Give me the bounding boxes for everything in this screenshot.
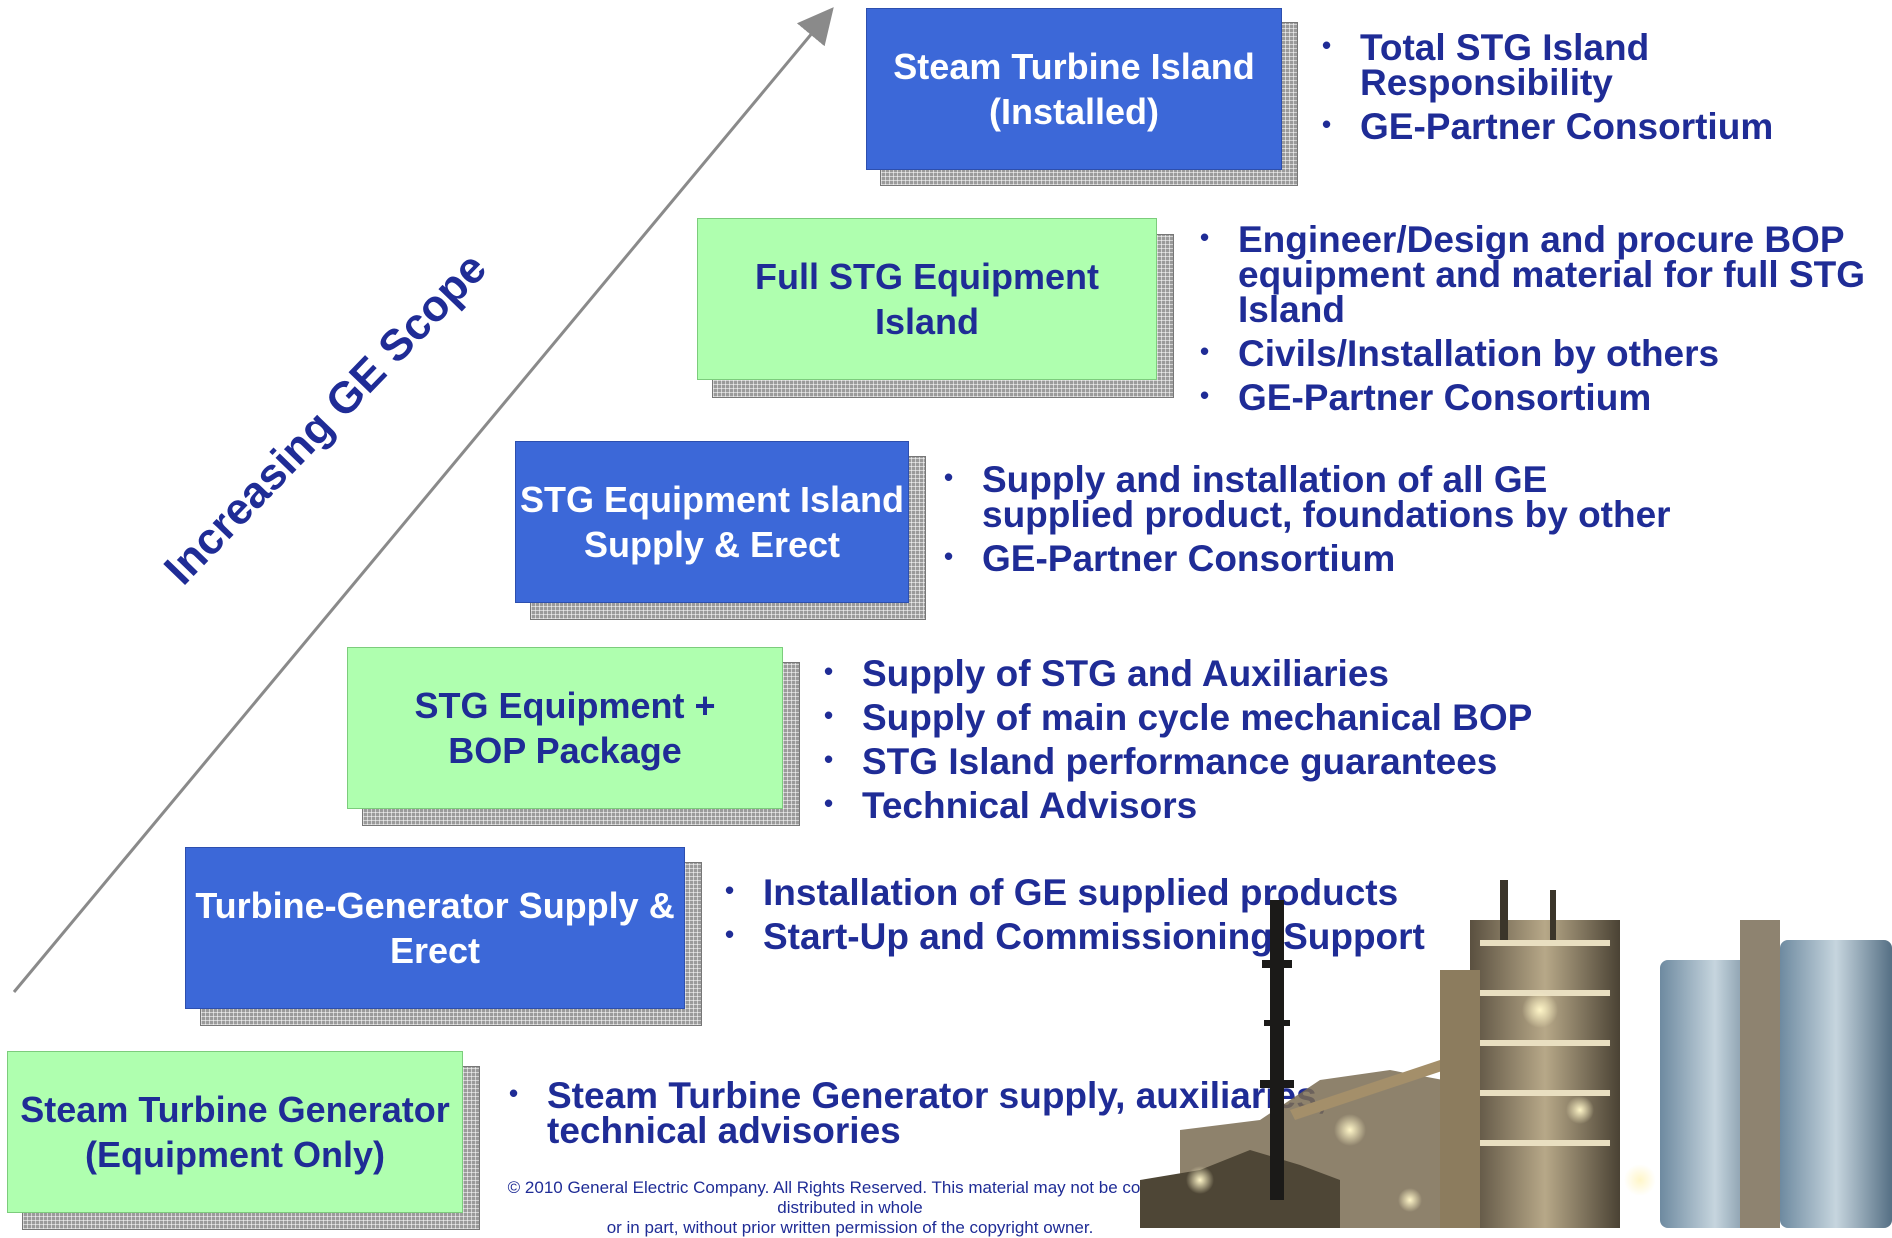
list-item: •Start-Up and Commissioning Support xyxy=(725,916,1425,957)
list-item: •GE-Partner Consortium xyxy=(944,538,1396,579)
list-item: •GE-Partner Consortium xyxy=(1200,377,1652,418)
list-item: •GE-Partner Consortium xyxy=(1322,106,1774,147)
copyright-notice: © 2010 General Electric Company. All Rig… xyxy=(507,1178,1193,1237)
bullet-icon: • xyxy=(1200,336,1210,366)
bullet-icon: • xyxy=(824,744,834,774)
list-item: •STG Island performance guarantees xyxy=(824,741,1498,782)
tier-2-bullets: •Engineer/Design and procure BOP equipme… xyxy=(1198,219,1866,424)
tier-5-title: Turbine-Generator Supply & Erect xyxy=(195,885,675,971)
list-item: •Supply of main cycle mechanical BOP xyxy=(824,697,1533,738)
list-item: •Engineer/Design and procure BOP equipme… xyxy=(1200,219,1866,330)
tier-6-bullets: •Steam Turbine Generator supply, auxilia… xyxy=(507,1075,1327,1157)
tier-1-title: Steam Turbine Island (Installed) xyxy=(893,46,1255,132)
bullet-icon: • xyxy=(824,700,834,730)
tier-3-title: STG Equipment Island Supply & Erect xyxy=(519,479,905,565)
bullet-icon: • xyxy=(725,919,735,949)
bullet-icon: • xyxy=(944,541,954,571)
bullet-icon: • xyxy=(824,788,834,818)
list-item: •Supply and installation of all GE suppl… xyxy=(944,459,1671,535)
list-item: •Technical Advisors xyxy=(824,785,1198,826)
tier-3-box: STG Equipment Island Supply & Erect xyxy=(515,441,909,603)
bullet-icon: • xyxy=(1200,222,1210,252)
tier-2-title: Full STG Equipment Island xyxy=(755,256,1099,342)
tier-3-bullets: •Supply and installation of all GE suppl… xyxy=(942,459,1671,585)
tier-5-bullets: •Installation of GE supplied products •S… xyxy=(723,872,1425,963)
tier-1-bullets: •Total STG Island Responsibility •GE-Par… xyxy=(1320,27,1774,153)
list-item: •Installation of GE supplied products xyxy=(725,872,1399,913)
tier-6-box: Steam Turbine Generator (Equipment Only) xyxy=(7,1051,463,1213)
tier-2-box: Full STG Equipment Island xyxy=(697,218,1157,380)
list-item: •Supply of STG and Auxiliaries xyxy=(824,653,1389,694)
bullet-icon: • xyxy=(1200,380,1210,410)
bullet-icon: • xyxy=(1322,109,1332,139)
bullet-icon: • xyxy=(1322,30,1332,60)
list-item: •Steam Turbine Generator supply, auxilia… xyxy=(509,1075,1327,1151)
bullet-icon: • xyxy=(725,875,735,905)
tier-4-title: STG Equipment + BOP Package xyxy=(414,685,716,771)
list-item: •Civils/Installation by others xyxy=(1200,333,1720,374)
tier-4-bullets: •Supply of STG and Auxiliaries •Supply o… xyxy=(822,653,1533,832)
list-item: •Total STG Island Responsibility xyxy=(1322,27,1650,103)
tier-1-box: Steam Turbine Island (Installed) xyxy=(866,8,1282,170)
power-plant-photo xyxy=(1140,880,1892,1228)
tier-4-box: STG Equipment + BOP Package xyxy=(347,647,783,809)
bullet-icon: • xyxy=(509,1078,519,1108)
bullet-icon: • xyxy=(944,462,954,492)
tier-5-box: Turbine-Generator Supply & Erect xyxy=(185,847,685,1009)
tier-6-title: Steam Turbine Generator (Equipment Only) xyxy=(20,1089,450,1175)
bullet-icon: • xyxy=(824,656,834,686)
